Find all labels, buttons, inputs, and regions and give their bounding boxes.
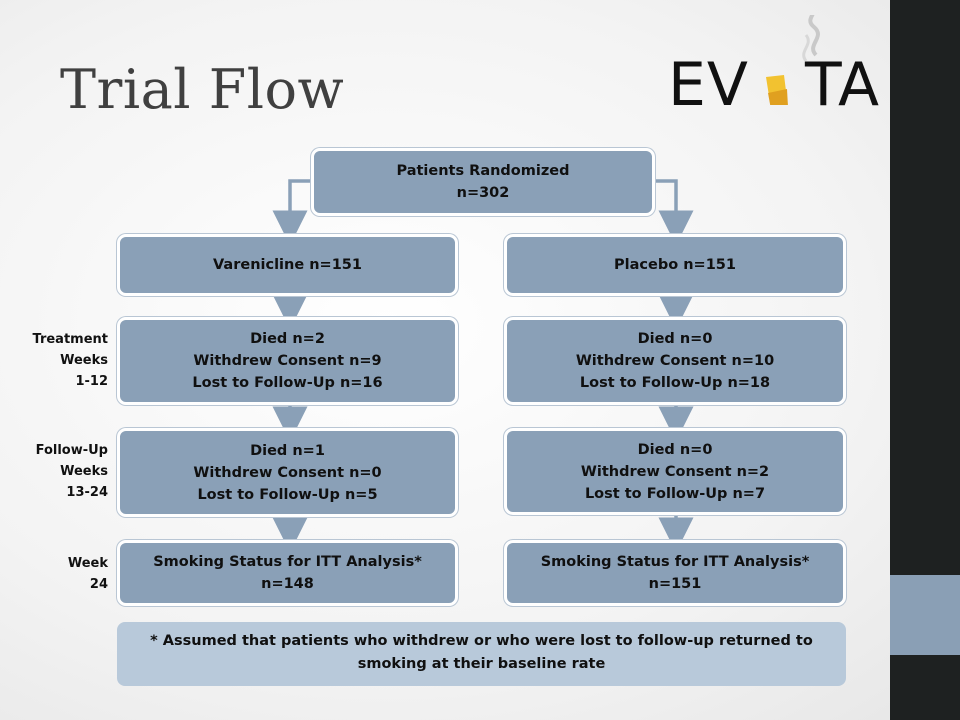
died-text: Died n=2 — [250, 331, 325, 347]
placebo-arm-box: Placebo n=151 — [504, 234, 846, 296]
treatment-weeks-label: Treatment Weeks 1-12 — [32, 332, 109, 389]
cigarette-icon — [766, 15, 820, 105]
patients-randomized-box: Patients Randomized n=302 — [311, 148, 655, 216]
placebo-followup-box: Died n=0 Withdrew Consent n=2 Lost to Fo… — [504, 428, 846, 515]
week-24-label: Week 24 — [67, 556, 108, 592]
randomized-count: n=302 — [456, 185, 510, 201]
itt-count: n=148 — [261, 576, 314, 592]
varenicline-followup-box: Died n=1 Withdrew Consent n=0 Lost to Fo… — [117, 428, 458, 517]
arrow-to-varenicline — [272, 179, 314, 246]
itt-label: Smoking Status for ITT Analysis* — [153, 554, 422, 570]
evita-logo: EV TA — [668, 15, 881, 120]
lost-text: Lost to Follow-Up n=18 — [579, 375, 771, 391]
died-text: Died n=1 — [250, 442, 325, 459]
arrow-to-placebo — [652, 179, 694, 246]
logo-text-left: EV — [668, 50, 749, 120]
varenicline-label: Varenicline n=151 — [213, 257, 362, 273]
died-text: Died n=0 — [637, 441, 713, 458]
withdrew-text: Withdrew Consent n=2 — [580, 463, 770, 480]
lost-text: Lost to Follow-Up n=5 — [197, 486, 378, 503]
varenicline-itt-box: Smoking Status for ITT Analysis* n=148 — [117, 540, 458, 606]
placebo-treatment-box: Died n=0 Withdrew Consent n=10 Lost to F… — [504, 317, 846, 405]
slide-title: Trial Flow — [60, 58, 345, 121]
withdrew-text: Withdrew Consent n=9 — [193, 353, 382, 369]
died-text: Died n=0 — [637, 331, 713, 347]
placebo-label: Placebo n=151 — [614, 257, 736, 273]
lost-text: Lost to Follow-Up n=16 — [192, 375, 383, 391]
itt-footnote: * Assumed that patients who withdrew or … — [117, 622, 846, 686]
varenicline-arm-box: Varenicline n=151 — [117, 234, 458, 296]
followup-weeks-label: Follow-Up Weeks 13-24 — [35, 443, 108, 500]
withdrew-text: Withdrew Consent n=0 — [193, 464, 382, 481]
sidebar-accent-block — [890, 575, 960, 655]
lost-text: Lost to Follow-Up n=7 — [584, 485, 766, 502]
placebo-itt-box: Smoking Status for ITT Analysis* n=151 — [504, 540, 846, 606]
itt-label: Smoking Status for ITT Analysis* — [540, 554, 810, 570]
varenicline-treatment-box: Died n=2 Withdrew Consent n=9 Lost to Fo… — [117, 317, 458, 405]
randomized-label: Patients Randomized — [396, 163, 570, 179]
withdrew-text: Withdrew Consent n=10 — [575, 353, 775, 369]
logo-text-right: TA — [804, 50, 881, 120]
itt-count: n=151 — [648, 576, 702, 592]
